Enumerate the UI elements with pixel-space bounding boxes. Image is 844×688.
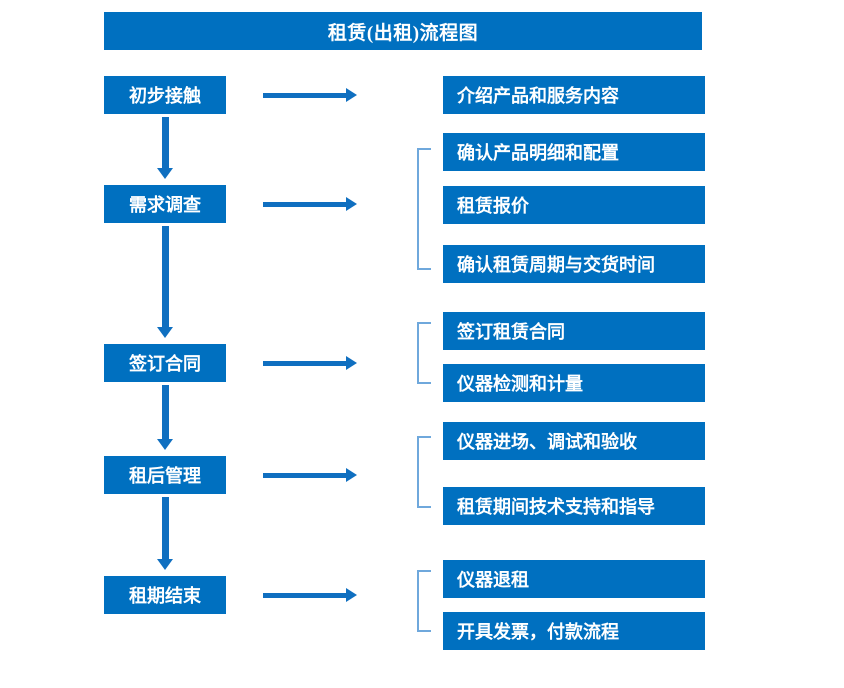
detail-box[interactable]: 开具发票，付款流程	[443, 612, 705, 650]
group-bracket	[417, 570, 431, 632]
group-bracket	[417, 322, 431, 384]
arrow-right-icon	[263, 354, 357, 372]
stage-box[interactable]: 租期结束	[104, 576, 226, 614]
stage-box[interactable]: 签订合同	[104, 344, 226, 382]
detail-box[interactable]: 租赁期间技术支持和指导	[443, 487, 705, 525]
arrow-right-icon	[263, 86, 357, 104]
detail-box[interactable]: 仪器退租	[443, 560, 705, 598]
detail-box[interactable]: 租赁报价	[443, 186, 705, 224]
detail-box[interactable]: 仪器检测和计量	[443, 364, 705, 402]
arrow-right-icon	[263, 586, 357, 604]
stage-box[interactable]: 需求调查	[104, 185, 226, 223]
arrow-down-icon	[156, 497, 174, 570]
detail-box[interactable]: 确认租赁周期与交货时间	[443, 245, 705, 283]
page-title: 租赁(出租)流程图	[104, 12, 702, 50]
stage-box[interactable]: 租后管理	[104, 456, 226, 494]
group-bracket	[417, 148, 431, 270]
arrow-right-icon	[263, 466, 357, 484]
arrow-right-icon	[263, 195, 357, 213]
arrow-down-icon	[156, 226, 174, 338]
arrow-down-icon	[156, 117, 174, 179]
group-bracket	[417, 436, 431, 508]
detail-box[interactable]: 仪器进场、调试和验收	[443, 422, 705, 460]
detail-box[interactable]: 介绍产品和服务内容	[443, 76, 705, 114]
stage-box[interactable]: 初步接触	[104, 76, 226, 114]
detail-box[interactable]: 签订租赁合同	[443, 312, 705, 350]
arrow-down-icon	[156, 385, 174, 450]
detail-box[interactable]: 确认产品明细和配置	[443, 133, 705, 171]
